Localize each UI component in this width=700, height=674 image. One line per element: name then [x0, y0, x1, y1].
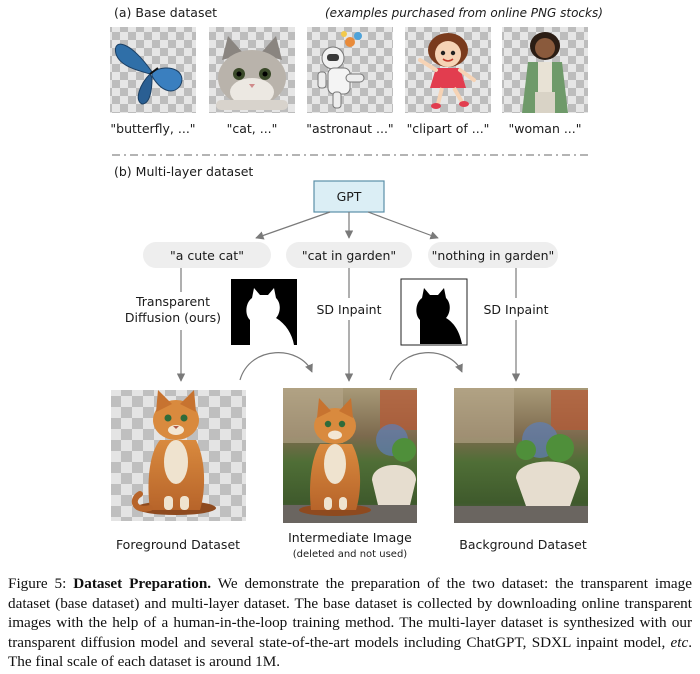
figure-label: Figure 5: [8, 575, 67, 592]
base-example-woman [502, 27, 588, 113]
cat-icon [216, 36, 288, 110]
curved-arrow-mask-to-background [389, 352, 463, 381]
base-example-caption: "woman ..." [508, 121, 581, 136]
base-example-astronaut [307, 27, 393, 113]
foreground-dataset-label: Foreground Dataset [116, 537, 240, 552]
arrow-gpt-to-cute-cat [255, 211, 331, 240]
caption-text-end: . The final scale of each dataset is aro… [8, 633, 692, 671]
caption-text: We demonstrate the preparation of the tw… [8, 575, 692, 651]
base-example-caption: "astronaut ..." [306, 121, 393, 136]
prompt-pill [143, 242, 271, 268]
base-example-clipart [405, 27, 491, 113]
section-b-title: (b) Multi-layer dataset [114, 164, 253, 179]
woman-icon [522, 32, 568, 113]
intermediate-image-note: (deleted and not used) [293, 549, 408, 560]
foreground-mask [231, 279, 297, 345]
background-mask [400, 278, 468, 346]
gpt-label: GPT [337, 189, 362, 204]
method-sd-inpaint-right: SD Inpaint [483, 302, 548, 317]
prompt-pill [286, 242, 412, 268]
background-image [454, 388, 588, 523]
base-example-caption: "cat, ..." [227, 121, 278, 136]
prompt-cute-cat: "a cute cat" [170, 248, 244, 263]
base-example-butterfly [110, 27, 196, 113]
prompt-nothing-in-garden: "nothing in garden" [432, 248, 555, 263]
base-example-cat [209, 27, 295, 113]
astronaut-icon [317, 31, 365, 109]
caption-italic: etc [670, 633, 689, 651]
background-dataset-label: Background Dataset [459, 537, 587, 552]
base-example-caption: "clipart of ..." [407, 121, 490, 136]
method-transparent-line1: Transparent [135, 294, 210, 309]
section-a-title: (a) Base dataset [114, 5, 217, 20]
curved-arrow-mask-to-intermediate [239, 352, 313, 381]
gpt-box [313, 180, 385, 213]
section-a-note: (examples purchased from online PNG stoc… [325, 6, 603, 20]
base-example-caption: "butterfly, ..." [110, 121, 195, 136]
prompt-pill [428, 242, 558, 268]
intermediate-image-label: Intermediate Image [288, 530, 412, 545]
foreground-image [111, 390, 246, 521]
method-transparent-line2: Diffusion (ours) [125, 310, 221, 325]
caption-title: Dataset Preparation. [73, 575, 212, 592]
prompt-cat-in-garden: "cat in garden" [302, 248, 396, 263]
butterfly-icon [114, 43, 183, 105]
figure-diagram: (a) Base dataset (examples purchased fro… [110, 5, 603, 560]
figure-caption: Figure 5: Dataset Preparation. We demons… [8, 574, 692, 672]
intermediate-image [283, 388, 417, 523]
cat-icon [299, 398, 371, 516]
clipart-girl-icon [418, 33, 476, 109]
cat-icon [131, 390, 216, 515]
arrow-gpt-to-nothing-in-garden [367, 211, 439, 240]
method-sd-inpaint-middle: SD Inpaint [316, 302, 381, 317]
